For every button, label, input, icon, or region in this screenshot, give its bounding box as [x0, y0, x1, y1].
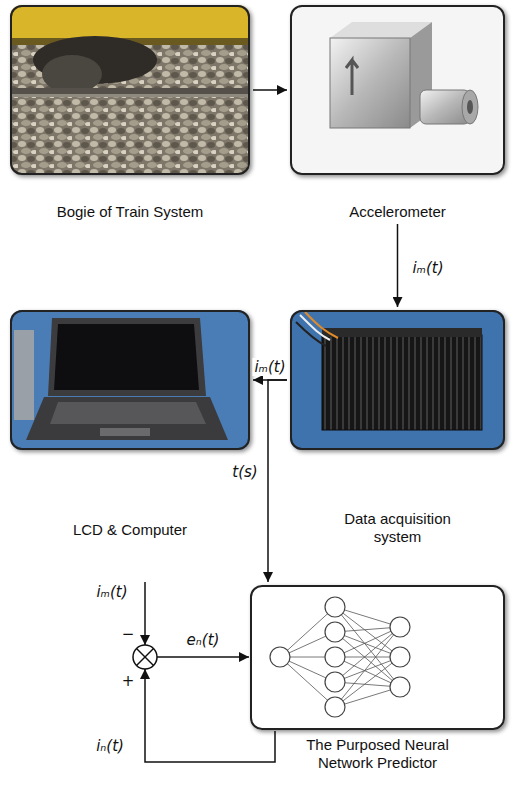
sensor-panel: Accelerometer: [290, 5, 505, 221]
picture-frame: [10, 310, 250, 450]
feedback-wire: [145, 669, 275, 762]
edge-label: iₘ(t): [252, 358, 287, 376]
picture-frame: [290, 5, 505, 175]
signal-label: iₙ(t): [94, 737, 126, 755]
daq-photo: [290, 310, 505, 450]
picture-frame: [250, 585, 505, 730]
picture-frame: [290, 310, 505, 450]
edge-label: t(s): [230, 463, 259, 481]
picture-frame: [10, 5, 250, 175]
laptop-photo: [10, 310, 250, 450]
signal-label: iₘ(t): [94, 583, 129, 601]
edge-label: iₘ(t): [410, 259, 445, 277]
panel-caption: Bogie of Train System: [15, 203, 245, 221]
input-wire: [144, 582, 146, 645]
signal-label: +: [120, 672, 137, 690]
panel-caption: The Purposed Neural Network Predictor: [293, 736, 463, 772]
daq-panel: Data acquisition system: [290, 310, 505, 546]
signal-label: −: [120, 625, 137, 643]
signal-arrow: [253, 89, 287, 91]
panel-caption: Accelerometer: [295, 203, 500, 221]
accelerometer-photo: [290, 5, 505, 175]
network-picture: [250, 585, 505, 730]
summing-junction: [133, 645, 157, 669]
network-box: The Purposed Neural Network Predictor: [250, 585, 505, 772]
bogie-photo: [10, 5, 250, 175]
error-wire: [157, 656, 249, 658]
signal-arrow: [397, 224, 399, 307]
signal-arrow: [268, 380, 287, 582]
panel-caption: Data acquisition system: [323, 510, 473, 546]
signal-label: eₙ(t): [185, 631, 222, 649]
computer-panel: LCD & Computer: [10, 310, 250, 539]
photo-panel: Bogie of Train System: [10, 5, 250, 221]
panel-caption: LCD & Computer: [15, 521, 245, 539]
